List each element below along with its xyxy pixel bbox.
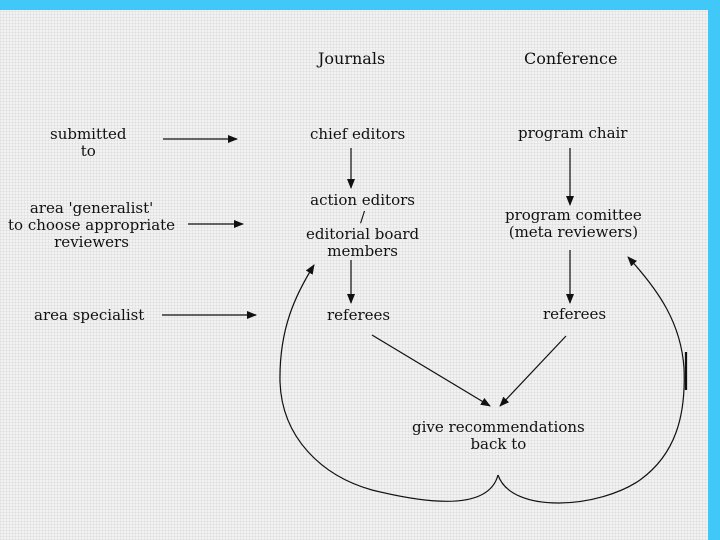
node-journal-referees: referees: [327, 306, 391, 324]
arrow-layer: [162, 135, 688, 504]
diagram-canvas: Journals Conference submitted to area 'g…: [0, 10, 708, 540]
node-program-chair: program chair: [518, 124, 628, 142]
label-submitted: submitted to: [50, 125, 127, 160]
header-conference: Conference: [524, 49, 618, 68]
label-specialist: area specialist: [34, 306, 145, 324]
arrow-creferees-to-outcome: [499, 335, 567, 407]
loop-back-to-journals: [279, 264, 499, 502]
arrow-jreferees-to-outcome: [371, 334, 491, 407]
loop-back-to-conference: [497, 256, 685, 504]
node-conference-referees: referees: [543, 305, 607, 323]
node-chief-editors: chief editors: [310, 125, 406, 143]
label-generalist: area 'generalist' to choose appropriate …: [8, 199, 176, 251]
node-action-editors: action editors / editorial board members: [306, 191, 420, 260]
node-recommendations: give recommendations back to: [412, 418, 585, 453]
node-program-committee: program comittee (meta reviewers): [505, 206, 642, 241]
header-journals: Journals: [318, 49, 386, 68]
